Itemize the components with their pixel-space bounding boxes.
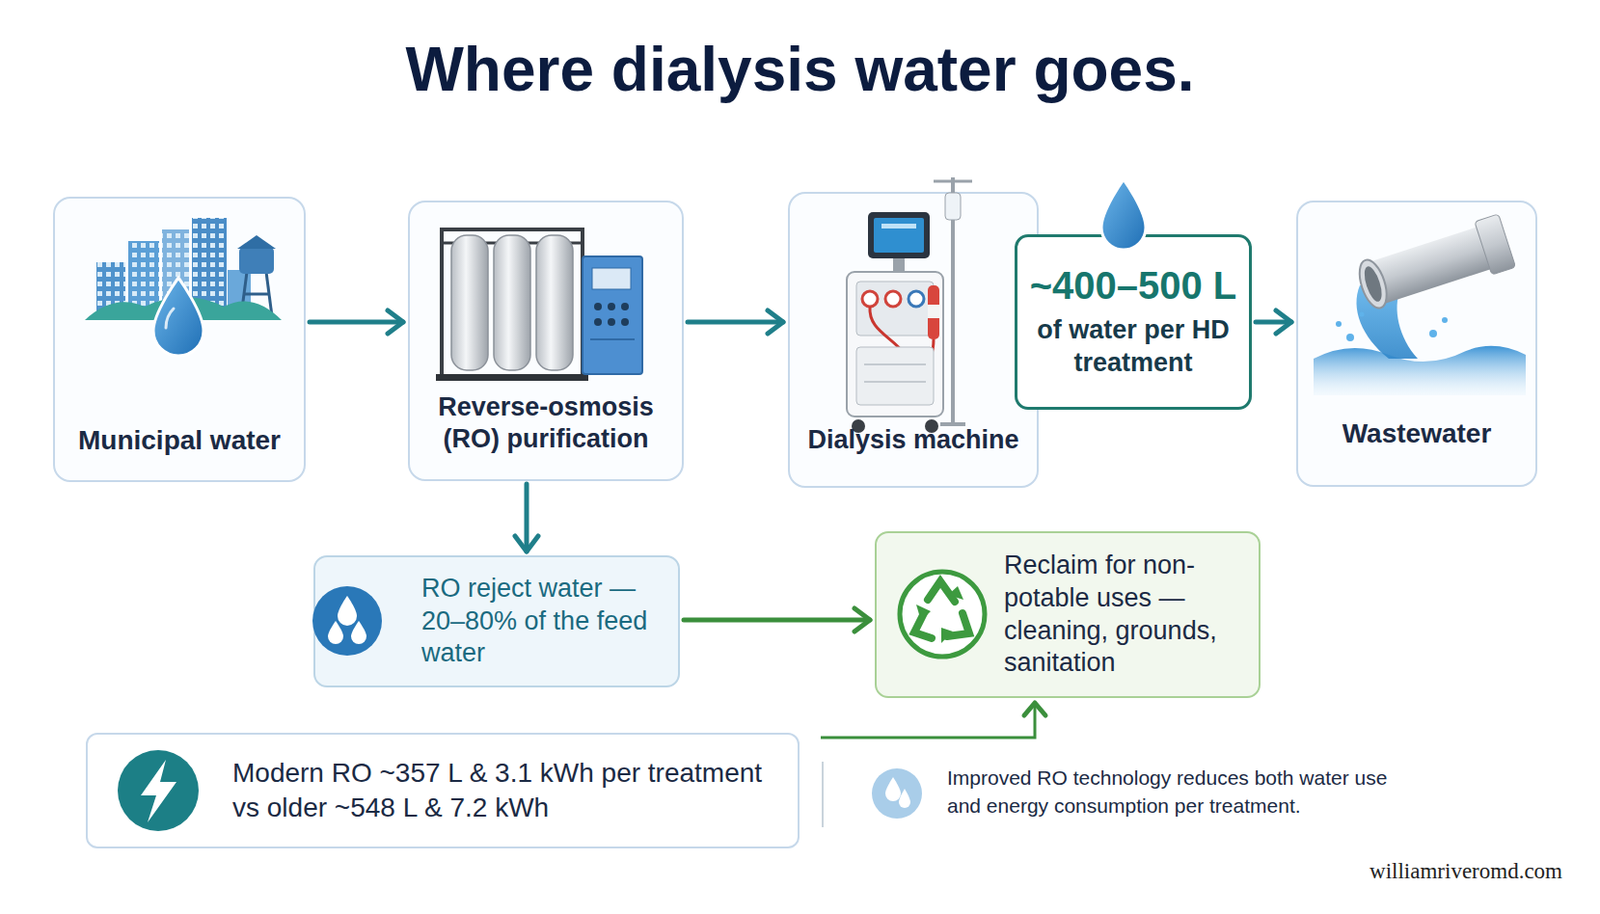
separator-line [821, 761, 824, 828]
city-illustration [84, 217, 282, 356]
diagram-title: Where dialysis water goes. [0, 34, 1600, 107]
node-text: of water per HD treatment [1036, 314, 1230, 380]
reject-water-icon [312, 586, 382, 656]
reclaim-box: Reclaim for non-potable uses — cleaning,… [874, 531, 1261, 699]
watermark: williamriveromd.com [1292, 858, 1563, 886]
note-text-wrap: Improved RO technology reduces both wate… [947, 763, 1411, 821]
process-box: Dialysis machine [787, 191, 1039, 489]
flow-arrow [1255, 310, 1292, 334]
title-wrap: Where dialysis water goes. [0, 34, 1600, 107]
output-box: Wastewater [1296, 200, 1538, 488]
reclaim-leader [820, 703, 1046, 738]
connector-line [309, 320, 404, 326]
node-text: Dialysis machine [797, 424, 1030, 458]
node-text: Wastewater [1305, 416, 1528, 451]
node-text: Municipal water [73, 423, 286, 458]
arrowhead [515, 536, 539, 552]
connector-line [1255, 320, 1292, 326]
volume-callout-box: ~400–500 L of water per HD treatment [1014, 234, 1252, 410]
flow-arrow [687, 310, 784, 334]
flow-arrow [683, 608, 870, 632]
watermark-wrap: williamriveromd.com [1292, 858, 1563, 886]
arrowhead [387, 310, 404, 334]
energy-comparison-box: Modern RO ~357 L & 3.1 kWh per treatment… [85, 732, 800, 849]
recycle-icon [899, 571, 985, 657]
connector-line [524, 484, 530, 552]
note-text: Improved RO technology reduces both wate… [947, 763, 1411, 821]
water-drop-icon [1101, 179, 1146, 250]
node-text: ~400–500 L [1023, 264, 1244, 307]
reject-water-box: RO reject water — 20–80% of the feed wat… [313, 555, 680, 688]
arrowhead [1275, 310, 1292, 334]
node-text: Modern RO ~357 L & 3.1 kWh per treatment… [232, 756, 787, 827]
dialysis-machine-illustration [846, 177, 973, 434]
flow-arrow [515, 484, 539, 552]
source-box: Municipal water [53, 196, 306, 483]
arrowhead [767, 310, 784, 334]
note-drop-icon [871, 768, 923, 819]
connector-line [687, 320, 784, 326]
connector-line [683, 618, 870, 624]
energy-icon [117, 750, 199, 832]
node-text: RO reject water — 20–80% of the feed wat… [421, 572, 671, 671]
arrowhead [854, 608, 870, 632]
node-text: Reverse-osmosis (RO) purification [419, 391, 673, 458]
process-box: Reverse-osmosis (RO) purification [407, 200, 684, 482]
flow-arrow [309, 310, 404, 334]
wastewater-pipe-illustration [1313, 214, 1526, 396]
node-text: Reclaim for non-potable uses — cleaning,… [1003, 549, 1248, 680]
ro-unit-illustration [435, 229, 643, 381]
